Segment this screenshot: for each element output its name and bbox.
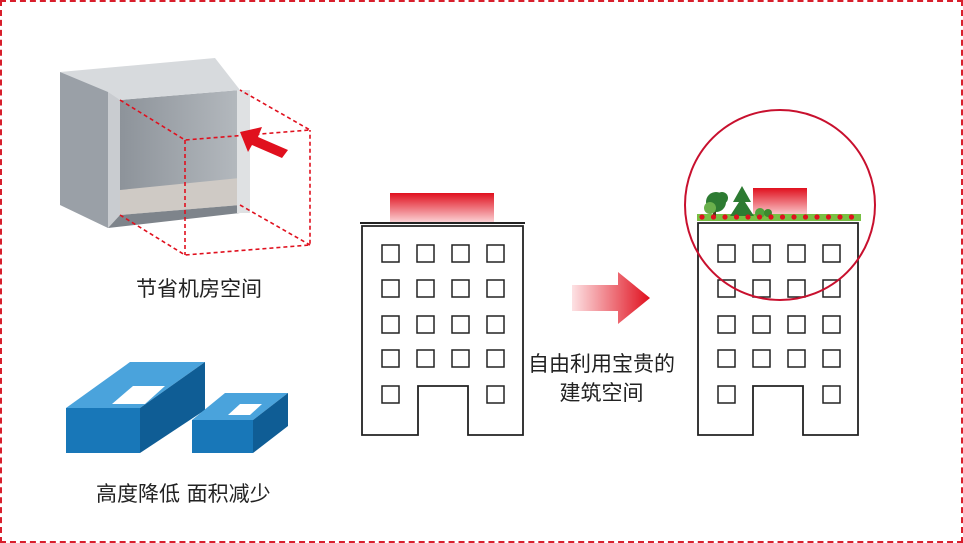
flower [768, 214, 774, 220]
building-icon [697, 222, 859, 436]
window [717, 385, 736, 404]
window [717, 315, 736, 334]
flower [745, 214, 751, 220]
window [381, 279, 400, 298]
window [752, 349, 771, 368]
window [486, 349, 505, 368]
window [381, 315, 400, 334]
window [822, 279, 841, 298]
window [416, 244, 435, 263]
building-icon [360, 193, 525, 436]
window [451, 349, 470, 368]
window [486, 244, 505, 263]
window [416, 315, 435, 334]
window [752, 315, 771, 334]
window [451, 244, 470, 263]
right-arrow-icon [572, 272, 650, 324]
window [787, 244, 806, 263]
window [381, 385, 400, 404]
flower [848, 214, 855, 220]
window [822, 315, 841, 334]
pit-box-icon [66, 362, 288, 453]
window [486, 385, 505, 404]
space-caption-line1: 自由利用宝贵的 [528, 352, 675, 376]
window [787, 315, 806, 334]
window [822, 349, 841, 368]
space-caption: 自由利用宝贵的 建筑空间 [528, 350, 675, 408]
window [822, 244, 841, 263]
window [787, 349, 806, 368]
flower [837, 214, 843, 220]
space-caption-line2: 建筑空间 [559, 381, 644, 405]
machine-room-box-icon [60, 58, 313, 256]
machine-room-caption: 节省机房空间 [136, 277, 262, 301]
flower [722, 214, 728, 220]
window [381, 349, 400, 368]
flower [802, 214, 809, 220]
window [416, 349, 435, 368]
height-area-caption: 高度降低 面积减少 [96, 482, 271, 506]
flower [733, 214, 740, 220]
window [717, 244, 736, 263]
window [416, 279, 435, 298]
window [486, 315, 505, 334]
window [451, 315, 470, 334]
window [752, 244, 771, 263]
flower [791, 214, 797, 220]
rooftop-garden-icon [684, 109, 876, 301]
window [381, 244, 400, 263]
window [752, 279, 771, 298]
window [822, 385, 841, 404]
flower [699, 214, 705, 220]
flower [779, 214, 786, 220]
flower [814, 214, 820, 220]
flower [756, 214, 763, 220]
window [787, 279, 806, 298]
window [486, 279, 505, 298]
flower [825, 214, 832, 220]
window [717, 349, 736, 368]
flower [710, 214, 717, 220]
window [451, 279, 470, 298]
